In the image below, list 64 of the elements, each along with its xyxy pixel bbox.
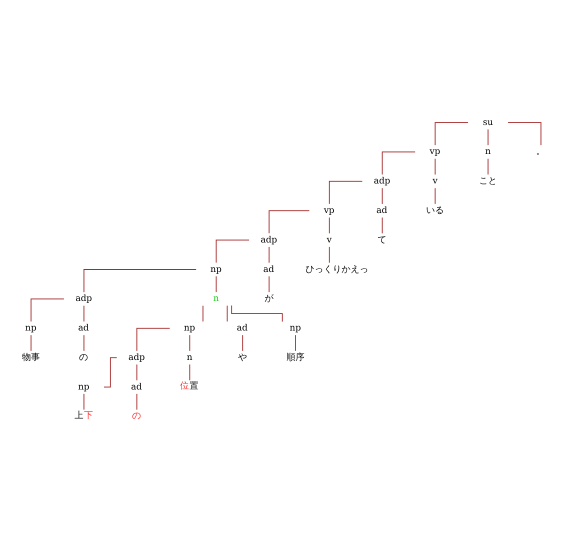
node-text: いる <box>426 206 444 216</box>
connector <box>382 187 383 204</box>
connector <box>189 364 190 380</box>
connector <box>136 327 170 351</box>
connector <box>328 180 363 204</box>
node-text: np <box>25 323 36 334</box>
connector <box>328 216 330 234</box>
connector <box>202 304 204 322</box>
node-text: np <box>290 323 301 334</box>
node-text: 位置 <box>180 381 199 392</box>
node-text: て <box>377 234 386 245</box>
connector <box>434 158 436 174</box>
connector <box>434 187 436 204</box>
node-text: adp <box>374 176 390 186</box>
connector <box>216 275 217 292</box>
node-text: の <box>132 411 142 422</box>
connector <box>104 356 118 387</box>
connector <box>189 334 190 351</box>
node-text: 。 <box>536 146 546 157</box>
node-text: 順序 <box>286 352 304 362</box>
connector <box>231 304 283 322</box>
node-text: v <box>432 176 438 186</box>
node-text: adp <box>75 294 92 304</box>
node-text: ad <box>376 206 388 216</box>
connector <box>268 210 310 234</box>
connector <box>295 334 296 351</box>
node-text: vp <box>430 146 440 157</box>
connector <box>30 334 32 351</box>
connector <box>30 298 64 322</box>
node-text: vp <box>324 206 334 216</box>
connector <box>434 122 468 146</box>
connector <box>216 239 250 263</box>
connector <box>382 151 416 174</box>
node-text: adp <box>128 352 145 362</box>
node-text: n <box>485 146 491 157</box>
connector <box>136 364 138 380</box>
node-text: v <box>326 234 332 245</box>
connector <box>508 122 542 146</box>
connector <box>382 216 383 234</box>
connector <box>268 275 270 292</box>
connector <box>242 334 244 351</box>
node-text: np <box>184 323 196 334</box>
connector <box>84 268 197 292</box>
node-text: np <box>210 264 222 274</box>
node-text: su <box>482 117 494 128</box>
node-text: n <box>213 294 219 304</box>
node-text: ad <box>78 323 89 334</box>
node-text: ad <box>263 264 274 274</box>
node-text: の <box>79 352 88 362</box>
connector <box>226 304 228 322</box>
connector <box>328 246 330 263</box>
node-text: np <box>78 382 90 392</box>
node-text: n <box>186 352 192 362</box>
node-text: や <box>238 352 247 362</box>
node-text: ひっくりかえっ <box>305 264 368 274</box>
node-text: ad <box>130 382 142 392</box>
node-text: ad <box>236 323 248 334</box>
node-text: が <box>264 294 274 304</box>
connector <box>136 392 138 410</box>
connector <box>268 246 270 263</box>
node-text: adp <box>260 234 278 245</box>
node-text: 物事 <box>22 352 40 362</box>
node-text: こと <box>478 176 497 186</box>
node-text: 上下 <box>74 410 93 420</box>
